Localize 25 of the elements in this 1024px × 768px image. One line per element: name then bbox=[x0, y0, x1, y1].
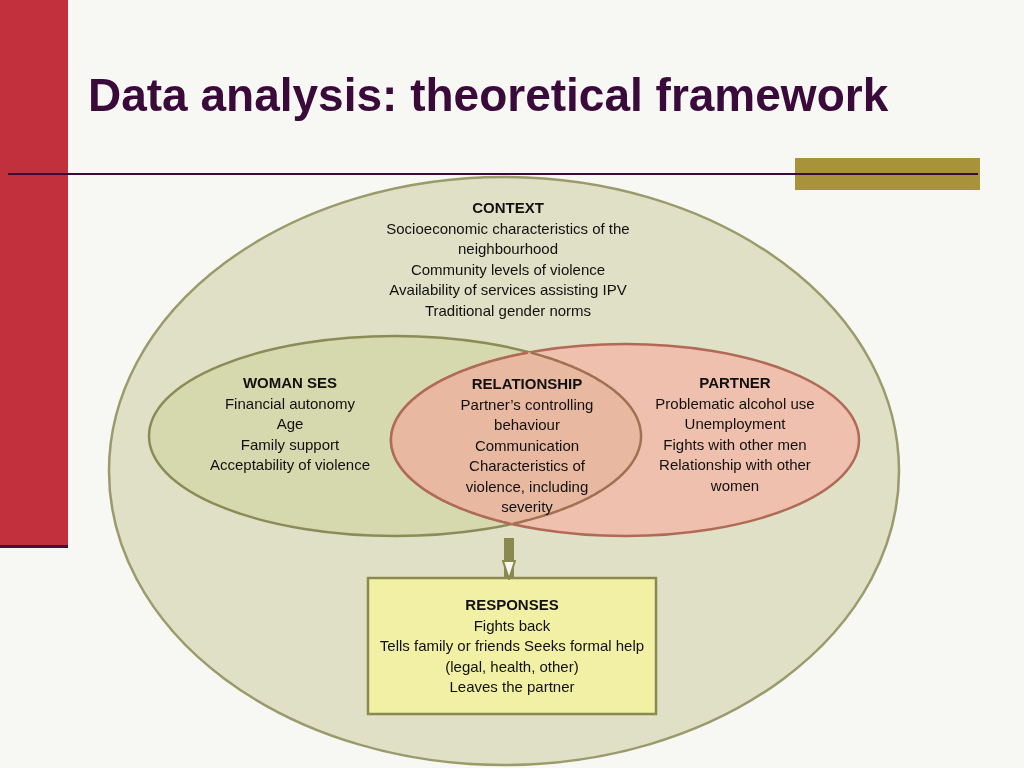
responses-heading: RESPONSES bbox=[464, 595, 560, 615]
woman-ses-item: Acceptability of violence bbox=[208, 455, 372, 475]
responses-item: Leaves the partner bbox=[448, 677, 576, 697]
context-item: Traditional gender norms bbox=[423, 300, 593, 321]
slide-title: Data analysis: theoretical framework bbox=[88, 68, 889, 122]
woman-ses-item: Family support bbox=[239, 434, 341, 455]
context-heading: CONTEXT bbox=[471, 198, 545, 218]
relationship-item: Characteristics of violence, including severity bbox=[464, 456, 590, 517]
partner-item: Relationship with other women bbox=[658, 455, 812, 496]
woman-ses-item: Age bbox=[275, 414, 305, 434]
context-item: Community levels of violence bbox=[409, 259, 607, 280]
responses-item: Fights back bbox=[472, 615, 552, 636]
context-item: Availability of services assisting IPV bbox=[388, 280, 628, 300]
relationship-item: Communication bbox=[473, 435, 581, 456]
partner-item: Problematic alcohol use bbox=[654, 393, 816, 414]
partner-item: Fights with other men bbox=[662, 434, 808, 455]
down-arrow bbox=[502, 538, 516, 580]
context-item: Socioeconomic characteristics of the neighbourhood bbox=[385, 218, 631, 259]
relationship-heading: RELATIONSHIP bbox=[470, 374, 584, 394]
responses-item: Tells family or friends Seeks formal help (legal, health, other) bbox=[378, 636, 646, 677]
partner-item: Unemployment bbox=[683, 414, 787, 434]
partner-heading: PARTNER bbox=[698, 373, 772, 393]
relationship-item: Partner’s controlling behaviour bbox=[459, 394, 595, 435]
woman-ses-heading: WOMAN SES bbox=[241, 373, 339, 393]
woman-ses-item: Financial autonomy bbox=[223, 393, 357, 414]
